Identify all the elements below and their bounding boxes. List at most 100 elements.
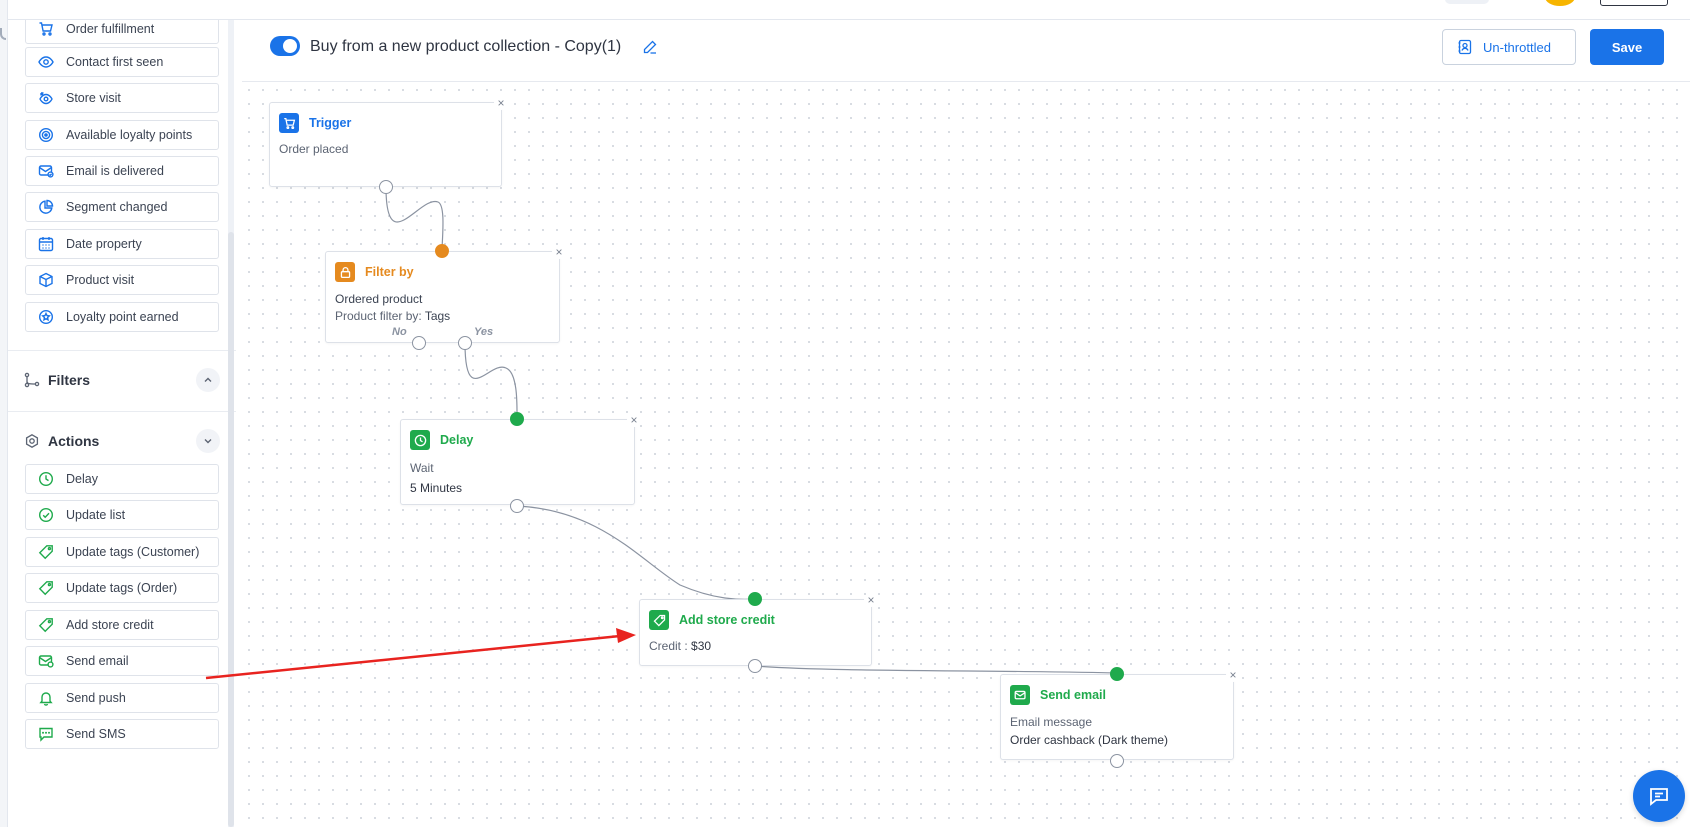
cart-icon [38,21,54,37]
port-email-in[interactable] [1110,667,1124,681]
close-icon[interactable]: × [1226,668,1240,682]
palette-item-email-is-delivered[interactable]: Email is delivered [25,156,219,186]
unthrottled-button[interactable]: Un-throttled [1442,29,1576,65]
node-trigger[interactable]: Trigger × Order placed [269,96,508,187]
star-icon [38,309,54,325]
palette-item-delay[interactable]: Delay [25,464,219,494]
node-detail: Ordered product [335,292,423,306]
bell-icon [38,690,54,706]
palette-item-loyalty-point-earned[interactable]: Loyalty point earned [25,302,219,332]
email-check-icon [38,163,54,179]
node-header: Add store credit [649,610,775,630]
branch-no-label: No [392,326,407,338]
palette-item-label: Product visit [66,273,135,287]
palette-item-send-sms[interactable]: Send SMS [25,719,219,749]
palette-item-label: Available loyalty points [66,128,193,142]
eye-icon [38,54,54,70]
palette-item-label: Update tags (Order) [66,581,178,595]
palette-item-label: Update list [66,508,126,522]
palette-item-label: Segment changed [66,200,168,214]
close-icon[interactable]: × [552,245,566,259]
port-trigger-out[interactable] [379,180,393,194]
palette-item-order-fulfillment[interactable]: Order fulfillment [25,20,219,44]
palette-item-product-visit[interactable]: Product visit [25,265,219,295]
port-credit-out[interactable] [748,659,762,673]
palette-item-update-tags-customer[interactable]: Update tags (Customer) [25,537,219,567]
chevron-down-icon[interactable] [196,429,220,453]
loyalty-icon [38,127,54,143]
palette-item-update-list[interactable]: Update list [25,500,219,530]
save-button[interactable]: Save [1590,29,1664,65]
tag-icon [38,580,54,596]
palette-item-segment-changed[interactable]: Segment changed [25,192,219,222]
port-filter-in[interactable] [435,244,449,258]
palette-item-available-loyalty-points[interactable]: Available loyalty points [25,120,219,150]
credit-value: $30 [691,639,712,653]
flow-active-toggle[interactable] [270,36,300,56]
filter-branch-icon [24,372,40,388]
palette-item-label: Contact first seen [66,55,164,69]
user-avatar[interactable] [1545,0,1575,6]
actions-section-header[interactable]: Actions [24,427,228,455]
palette-item-update-tags-order[interactable]: Update tags (Order) [25,573,219,603]
port-email-out[interactable] [1110,754,1124,768]
palette-item-send-push[interactable]: Send push [25,683,219,713]
palette-item-label: Send SMS [66,727,126,741]
sidebar-scrollbar-thumb[interactable] [228,232,234,827]
palette-item-contact-first-seen[interactable]: Contact first seen [25,47,219,77]
palette-item-label: Email is delivered [66,164,164,178]
palette-item-label: Delay [66,472,98,486]
close-icon[interactable]: × [494,96,508,110]
node-send-email[interactable]: Send email × Email message Order cashbac… [1000,668,1240,760]
close-icon[interactable]: × [864,593,878,607]
filter-by-label: Product filter by: [335,309,422,323]
node-title: Delay [440,433,474,447]
port-filter-no[interactable] [412,336,426,350]
node-delay[interactable]: Delay × Wait 5 Minutes [400,413,641,505]
port-filter-yes[interactable] [458,336,472,350]
check-circle-icon [38,507,54,523]
top-bar [0,0,1690,20]
unthrottled-label: Un-throttled [1483,39,1551,55]
palette-item-label: Send push [66,691,126,705]
pencil-edit-icon[interactable] [642,39,658,55]
palette-item-store-visit[interactable]: Store visit [25,83,219,113]
left-edge-rail [0,0,8,827]
palette-item-label: Date property [66,237,142,251]
port-delay-out[interactable] [510,499,524,513]
filters-section-header[interactable]: Filters [24,366,228,394]
clock-icon [38,471,54,487]
node-credit-detail: Credit : $30 [649,639,711,653]
close-icon[interactable]: × [627,413,641,427]
node-detail: Order placed [279,142,349,156]
node-add-store-credit[interactable]: Add store credit × Credit : $30 [639,593,878,666]
port-delay-in[interactable] [510,412,524,426]
palette-item-label: Send email [66,654,129,668]
lock-icon [335,262,355,282]
sidebar-scrollbar[interactable] [228,20,234,827]
actions-section-title: Actions [48,433,100,449]
palette-item-send-email[interactable]: Send email [25,646,219,676]
filter-by-value: Tags [424,309,451,323]
node-palette-sidebar: Order fulfillment Contact first seen Sto… [8,20,236,827]
top-account-button[interactable] [1600,0,1668,6]
flow-header: Buy from a new product collection - Copy… [242,20,1690,82]
sms-icon [38,726,54,742]
chat-support-button[interactable] [1633,770,1685,822]
credit-label: Credit : [649,639,688,653]
section-divider [8,350,236,351]
port-credit-in[interactable] [748,592,762,606]
chevron-up-icon[interactable] [196,368,220,392]
palette-item-label: Add store credit [66,618,154,632]
palette-item-label: Store visit [66,91,121,105]
palette-item-add-store-credit[interactable]: Add store credit [25,610,219,640]
calendar-icon [38,236,54,252]
palette-item-date-property[interactable]: Date property [25,229,219,259]
chat-icon [1650,788,1668,806]
top-search-pill[interactable] [1445,0,1489,4]
node-header: Delay [410,430,473,450]
node-filter[interactable]: Filter by × Ordered product Product filt… [325,245,566,343]
node-title: Filter by [365,265,414,279]
email-template-link[interactable]: Order cashback (Dark theme) [1010,733,1169,747]
actions-gear-icon [24,433,40,449]
